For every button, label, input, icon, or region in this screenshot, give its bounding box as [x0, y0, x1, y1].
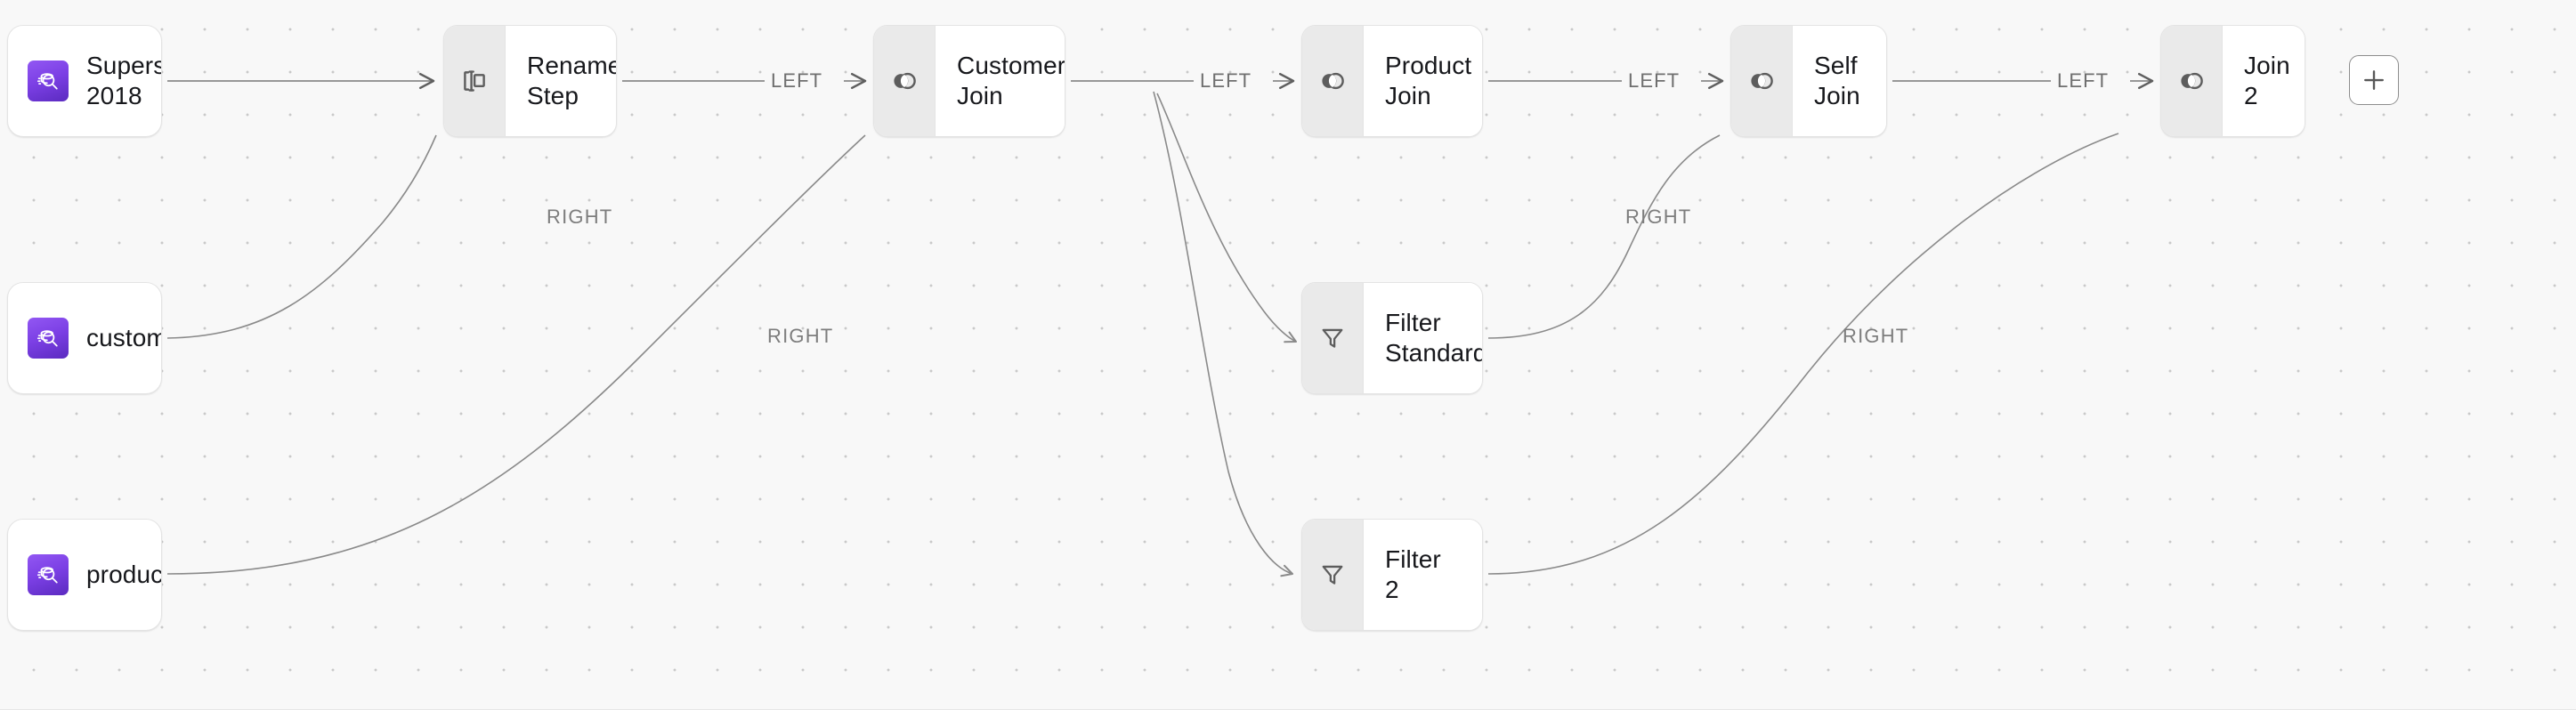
step-node-body: Customer Join — [936, 26, 1065, 136]
source-node-label: customer — [86, 323, 161, 351]
step-node-body: Filter Standard… — [1364, 283, 1482, 393]
step-node-label: Product Join — [1385, 51, 1472, 109]
step-node-label: Self Join — [1814, 51, 1860, 109]
step-node-customer-join[interactable]: Customer Join — [873, 25, 1065, 137]
source-node-product[interactable]: product — [7, 519, 162, 631]
step-node-label: Filter 2 — [1385, 545, 1441, 603]
edge-label-product-to-customer-join: RIGHT — [767, 325, 834, 347]
source-node-label: product — [86, 560, 162, 588]
join-icon — [2161, 26, 2223, 136]
join-icon — [874, 26, 936, 136]
rename-icon — [444, 26, 506, 136]
join-icon — [1731, 26, 1793, 136]
step-node-self-join[interactable]: Self Join — [1730, 25, 1887, 137]
step-node-label: Customer Join — [957, 51, 1065, 109]
step-node-body: Join 2 — [2223, 26, 2305, 136]
step-node-body: Product Join — [1364, 26, 1482, 136]
step-node-body: Filter 2 — [1364, 520, 1482, 630]
edge-filter-2-to-join-2-right — [1487, 133, 2119, 575]
edge-customer-to-rename-right — [166, 134, 437, 339]
step-node-label: Rename Step — [527, 51, 617, 109]
step-node-body: Rename Step — [506, 26, 616, 136]
step-node-filter-standard[interactable]: Filter Standard… — [1301, 282, 1483, 394]
step-node-label: Filter Standard… — [1385, 308, 1482, 367]
source-node-label: Superstore 2018 — [86, 51, 161, 109]
filter-icon — [1302, 283, 1364, 393]
edge-label-customer-join-to-product-join: LEFT — [1200, 69, 1252, 92]
step-node-filter-2[interactable]: Filter 2 — [1301, 519, 1483, 631]
step-node-label: Join 2 — [2244, 51, 2290, 109]
add-step-button[interactable] — [2349, 55, 2399, 105]
database-search-icon — [28, 318, 69, 359]
edge-label-self-join-to-join-2: LEFT — [2057, 69, 2110, 92]
step-node-product-join[interactable]: Product Join — [1301, 25, 1483, 137]
step-node-join-2[interactable]: Join 2 — [2160, 25, 2305, 137]
step-node-rename-step[interactable]: Rename Step — [443, 25, 617, 137]
source-node-customer[interactable]: customer — [7, 282, 162, 394]
database-search-icon — [28, 61, 69, 101]
edge-customer-join-to-filter-standard — [1156, 93, 1297, 343]
edge-filter-standard-to-self-join-right — [1487, 134, 1721, 339]
edge-label-rename-to-customer-join: LEFT — [771, 69, 823, 92]
step-node-body: Self Join — [1793, 26, 1886, 136]
edge-label-customer-to-rename: RIGHT — [547, 206, 613, 228]
edge-label-product-join-to-self-join: LEFT — [1628, 69, 1681, 92]
edge-label-filter-standard-to-self-join: RIGHT — [1625, 206, 1692, 228]
filter-icon — [1302, 520, 1364, 630]
plus-icon — [2364, 70, 2384, 90]
edge-product-to-customer-join-right — [166, 134, 866, 575]
edge-label-filter-2-to-join-2: RIGHT — [1843, 325, 1909, 347]
source-node-superstore-2018[interactable]: Superstore 2018 — [7, 25, 162, 137]
edge-customer-join-to-filter-2 — [1153, 91, 1293, 577]
join-icon — [1302, 26, 1364, 136]
database-search-icon — [28, 554, 69, 595]
